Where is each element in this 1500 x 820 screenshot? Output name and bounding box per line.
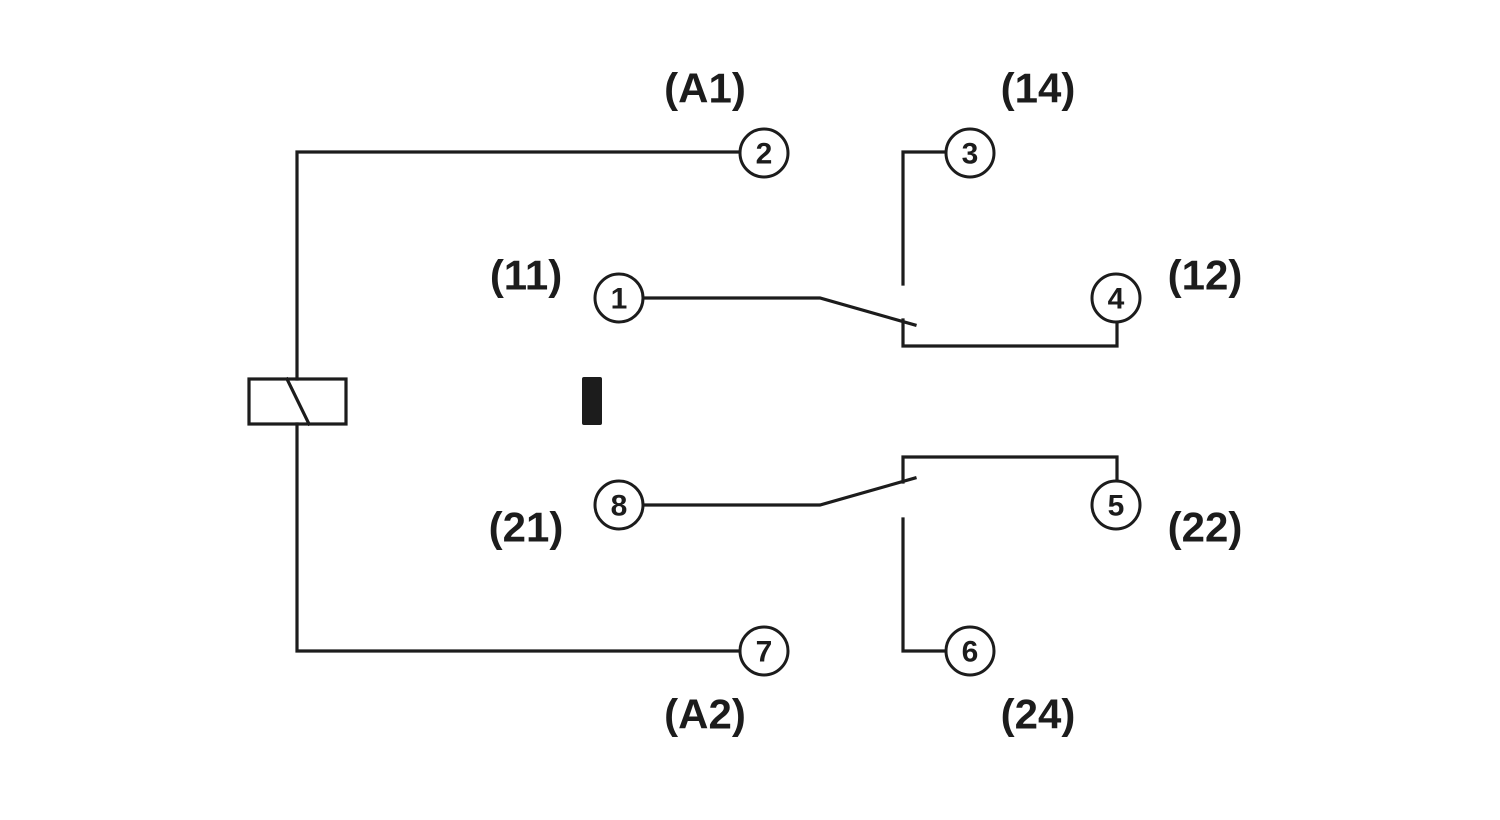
label-12: (12) <box>1168 252 1243 299</box>
terminal-2: 2 <box>738 127 790 179</box>
wire-coil-bottom <box>295 422 742 653</box>
wire-no2 <box>901 517 947 653</box>
wire-coil-top <box>295 150 742 381</box>
terminal-number: 7 <box>756 636 773 669</box>
wire-nc2 <box>901 455 1119 484</box>
mechanical-link-marker <box>582 377 602 425</box>
terminal-number: 1 <box>611 283 628 316</box>
label-14: (14) <box>1001 65 1076 112</box>
terminal-3: 3 <box>944 127 996 179</box>
terminal-7: 7 <box>738 625 790 677</box>
relay-coil <box>247 377 348 426</box>
terminal-1: 1 <box>593 272 645 324</box>
label-24: (24) <box>1001 691 1076 738</box>
terminal-number: 8 <box>611 490 628 523</box>
terminal-5: 5 <box>1090 479 1142 531</box>
label-22: (22) <box>1168 504 1243 551</box>
terminal-4: 4 <box>1090 272 1142 324</box>
wire-common1 <box>643 296 917 327</box>
wire-no1 <box>901 150 947 286</box>
terminal-number: 4 <box>1108 283 1125 316</box>
terminal-number: 6 <box>962 636 979 669</box>
terminal-number: 5 <box>1108 490 1125 523</box>
label-a1: (A1) <box>664 65 746 112</box>
wire-nc1 <box>901 318 1119 348</box>
terminal-6: 6 <box>944 625 996 677</box>
label-a2: (A2) <box>664 691 746 738</box>
wire-common2 <box>643 476 917 507</box>
relay-coil-slash <box>284 376 312 427</box>
label-21: (21) <box>489 504 564 551</box>
terminal-8: 8 <box>593 479 645 531</box>
terminal-number: 3 <box>962 138 979 171</box>
label-11: (11) <box>490 252 562 299</box>
terminal-number: 2 <box>756 138 773 171</box>
